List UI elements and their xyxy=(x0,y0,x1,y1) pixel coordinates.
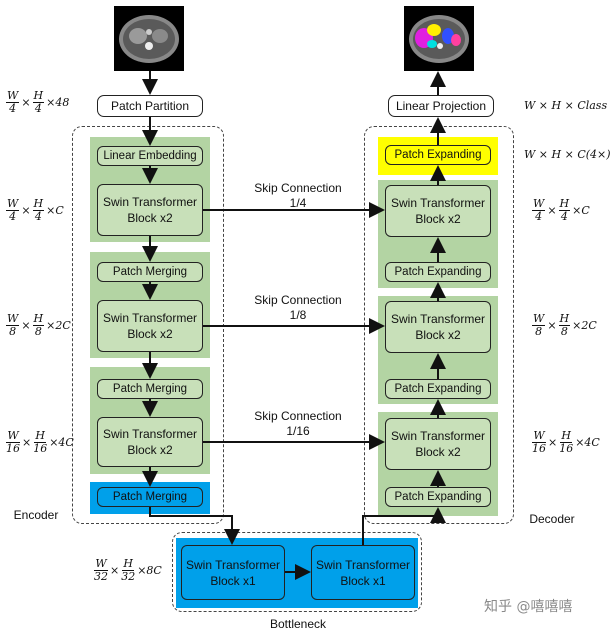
encoder-patch-merging-3: Patch Merging xyxy=(97,487,203,507)
watermark: 知乎 @嘻嘻嘻 xyxy=(484,599,573,615)
encoder-patch-merging-1: Patch Merging xyxy=(97,262,203,282)
skip-3-title: Skip Connection xyxy=(254,409,342,423)
skip-2-ratio: 1/8 xyxy=(289,308,307,322)
dim-right-1: W × H × C(4×) xyxy=(524,148,611,161)
bottleneck-swin-block-2: Swin Transformer Block x1 xyxy=(311,545,415,600)
decoder-label: Decoder xyxy=(529,512,575,526)
linear-projection-box: Linear Projection xyxy=(388,95,494,117)
decoder-patch-expanding-3: Patch Expanding xyxy=(385,487,491,507)
decoder-patch-expanding-1: Patch Expanding xyxy=(385,262,491,282)
decoder-stage1-swin-block: Swin Transformer Block x2 xyxy=(385,185,491,237)
input-ct-image xyxy=(114,6,184,71)
skip-connection-label-3: Skip Connection 1/16 xyxy=(238,409,358,439)
decoder-stage2-swin-block: Swin Transformer Block x2 xyxy=(385,301,491,353)
decoder-patch-expanding-2: Patch Expanding xyxy=(385,379,491,399)
encoder-stage1-swin-block: Swin Transformer Block x2 xyxy=(97,184,203,236)
bottleneck-swin-block-1: Swin Transformer Block x1 xyxy=(181,545,285,600)
decoder-stage3-swin-block: Swin Transformer Block x2 xyxy=(385,418,491,470)
encoder-label: Encoder xyxy=(13,508,59,522)
skip-connection-label-2: Skip Connection 1/8 xyxy=(238,293,358,323)
skip-3-ratio: 1/16 xyxy=(286,424,310,438)
encoder-stage2-swin-block: Swin Transformer Block x2 xyxy=(97,300,203,352)
bottleneck-container xyxy=(172,532,422,612)
skip-1-ratio: 1/4 xyxy=(289,196,307,210)
encoder-stage3-swin-block: Swin Transformer Block x2 xyxy=(97,417,203,467)
patch-partition-box: Patch Partition xyxy=(97,95,203,117)
decoder-patch-expanding-final: Patch Expanding xyxy=(385,145,491,165)
encoder-patch-merging-2: Patch Merging xyxy=(97,379,203,399)
linear-embedding-node: Linear Embedding xyxy=(97,146,203,166)
skip-2-title: Skip Connection xyxy=(254,293,342,307)
skip-connection-label-1: Skip Connection 1/4 xyxy=(238,181,358,211)
bottleneck-label: Bottleneck xyxy=(269,617,327,631)
output-segmentation-image xyxy=(404,6,474,71)
dim-right-0: W × H × Class xyxy=(524,99,608,112)
skip-1-title: Skip Connection xyxy=(254,181,342,195)
